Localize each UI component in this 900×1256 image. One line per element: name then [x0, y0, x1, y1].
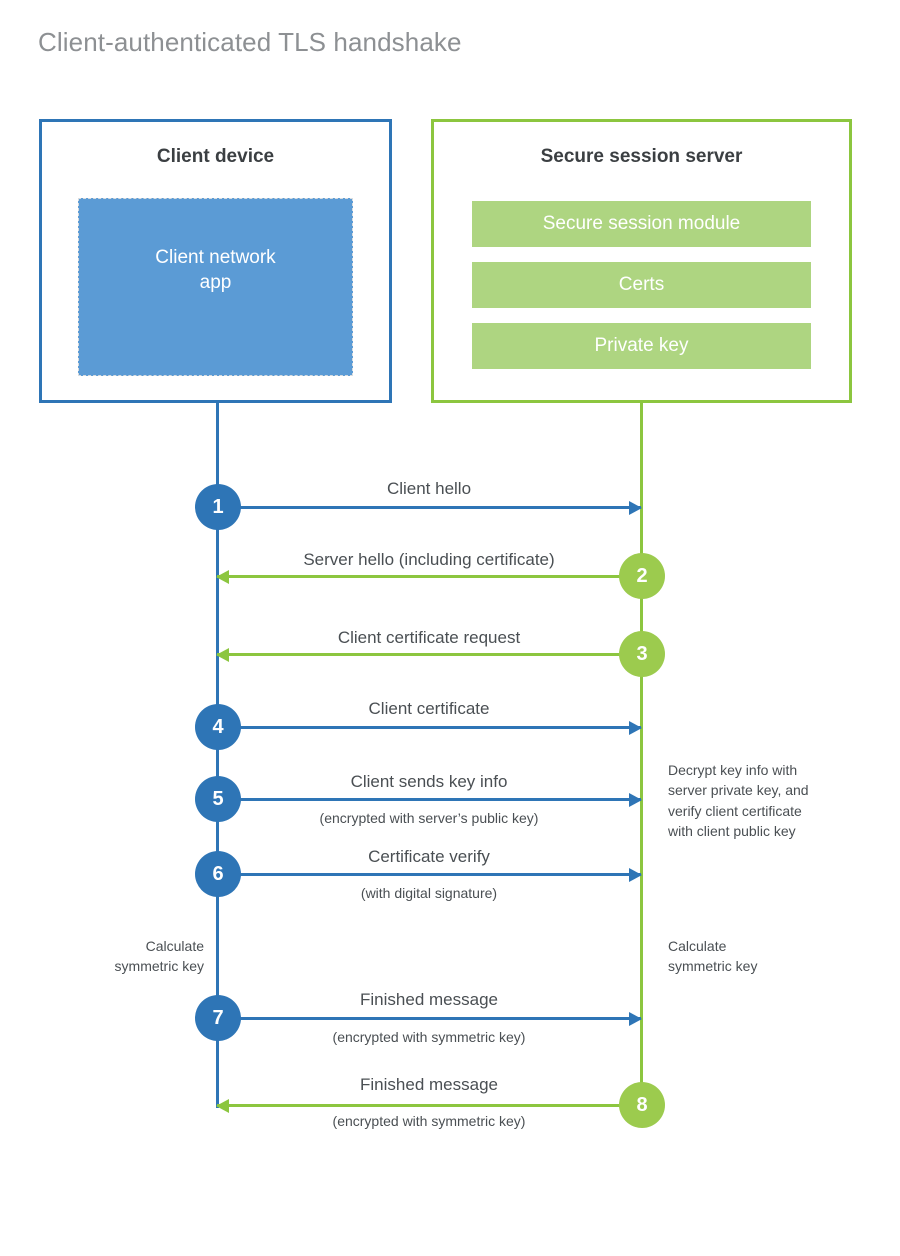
message-sublabel-5: (encrypted with server’s public key)	[319, 810, 539, 826]
server-module-item: Certs	[472, 262, 811, 308]
secure-session-server-box: Secure session server Secure session mod…	[431, 119, 852, 403]
client-app-label-line2: app	[199, 272, 232, 293]
message-sublabel-6: (with digital signature)	[360, 885, 498, 901]
message-label-2: Server hello (including certificate)	[303, 550, 555, 569]
arrow-head-right-icon	[629, 792, 642, 807]
message-label-7: Finished message	[360, 990, 498, 1009]
server-decrypt-note: Decrypt key info with server private key…	[668, 760, 833, 841]
message-label-3: Client certificate request	[337, 628, 521, 647]
step-circle-8[interactable]: 8	[619, 1082, 665, 1128]
arrow-head-right-icon	[629, 720, 642, 735]
message-arrow-4	[217, 720, 642, 735]
step-circle-1[interactable]: 1	[195, 484, 241, 530]
client-device-title: Client device	[156, 146, 275, 167]
arrow-head-right-icon	[629, 500, 642, 515]
server-module-item: Private key	[472, 323, 811, 369]
message-arrow-2	[216, 569, 641, 584]
arrow-head-right-icon	[629, 867, 642, 882]
client-calculate-note-line2: symmetric key	[114, 958, 204, 975]
step-circle-6[interactable]: 6	[195, 851, 241, 897]
message-label-4: Client certificate	[368, 699, 490, 718]
server-module-list: Secure session module Certs Private key	[472, 201, 811, 369]
client-device-box: Client device Client network app	[39, 119, 392, 403]
arrow-head-left-icon	[216, 647, 229, 662]
arrow-head-right-icon	[629, 1011, 642, 1026]
step-circle-5[interactable]: 5	[195, 776, 241, 822]
arrow-head-left-icon	[216, 569, 229, 584]
server-calculate-symmetric-key-note: Calculate symmetric key	[668, 936, 838, 977]
message-arrow-8	[216, 1098, 641, 1113]
server-calculate-note-line2: symmetric key	[668, 958, 758, 975]
client-network-app-block: Client network app	[78, 198, 353, 376]
message-label-6: Certificate verify	[368, 847, 490, 866]
message-sublabel-8: (encrypted with symmetric key)	[332, 1113, 526, 1129]
message-arrow-3	[216, 647, 641, 662]
message-label-1: Client hello	[386, 479, 472, 498]
message-arrow-1	[217, 500, 642, 515]
step-circle-3[interactable]: 3	[619, 631, 665, 677]
step-circle-7[interactable]: 7	[195, 995, 241, 1041]
message-arrow-5	[217, 792, 642, 807]
server-calculate-note-line1: Calculate	[668, 938, 727, 954]
server-lifeline	[640, 403, 643, 1107]
secure-session-server-title: Secure session server	[540, 146, 743, 167]
server-decrypt-note-line: verify client certificate	[668, 802, 802, 819]
message-arrow-6	[217, 867, 642, 882]
message-sublabel-7: (encrypted with symmetric key)	[332, 1029, 526, 1045]
client-app-label-line1: Client network	[155, 246, 276, 268]
page-title: Client-authenticated TLS handshake	[38, 27, 462, 57]
message-label-5: Client sends key info	[350, 772, 508, 791]
step-circle-4[interactable]: 4	[195, 704, 241, 750]
client-lifeline	[216, 403, 219, 1108]
server-decrypt-note-line: Decrypt key info with	[668, 762, 798, 778]
server-module-item: Secure session module	[472, 201, 811, 247]
step-circle-2[interactable]: 2	[619, 553, 665, 599]
server-decrypt-note-line: with client public key	[668, 822, 796, 839]
server-decrypt-note-line: server private key, and	[668, 782, 809, 799]
message-arrow-7	[217, 1011, 642, 1026]
message-label-8: Finished message	[360, 1075, 498, 1094]
client-calculate-symmetric-key-note: Calculate symmetric key	[34, 936, 204, 977]
arrow-head-left-icon	[216, 1098, 229, 1113]
client-calculate-note-line1: Calculate	[145, 938, 204, 954]
